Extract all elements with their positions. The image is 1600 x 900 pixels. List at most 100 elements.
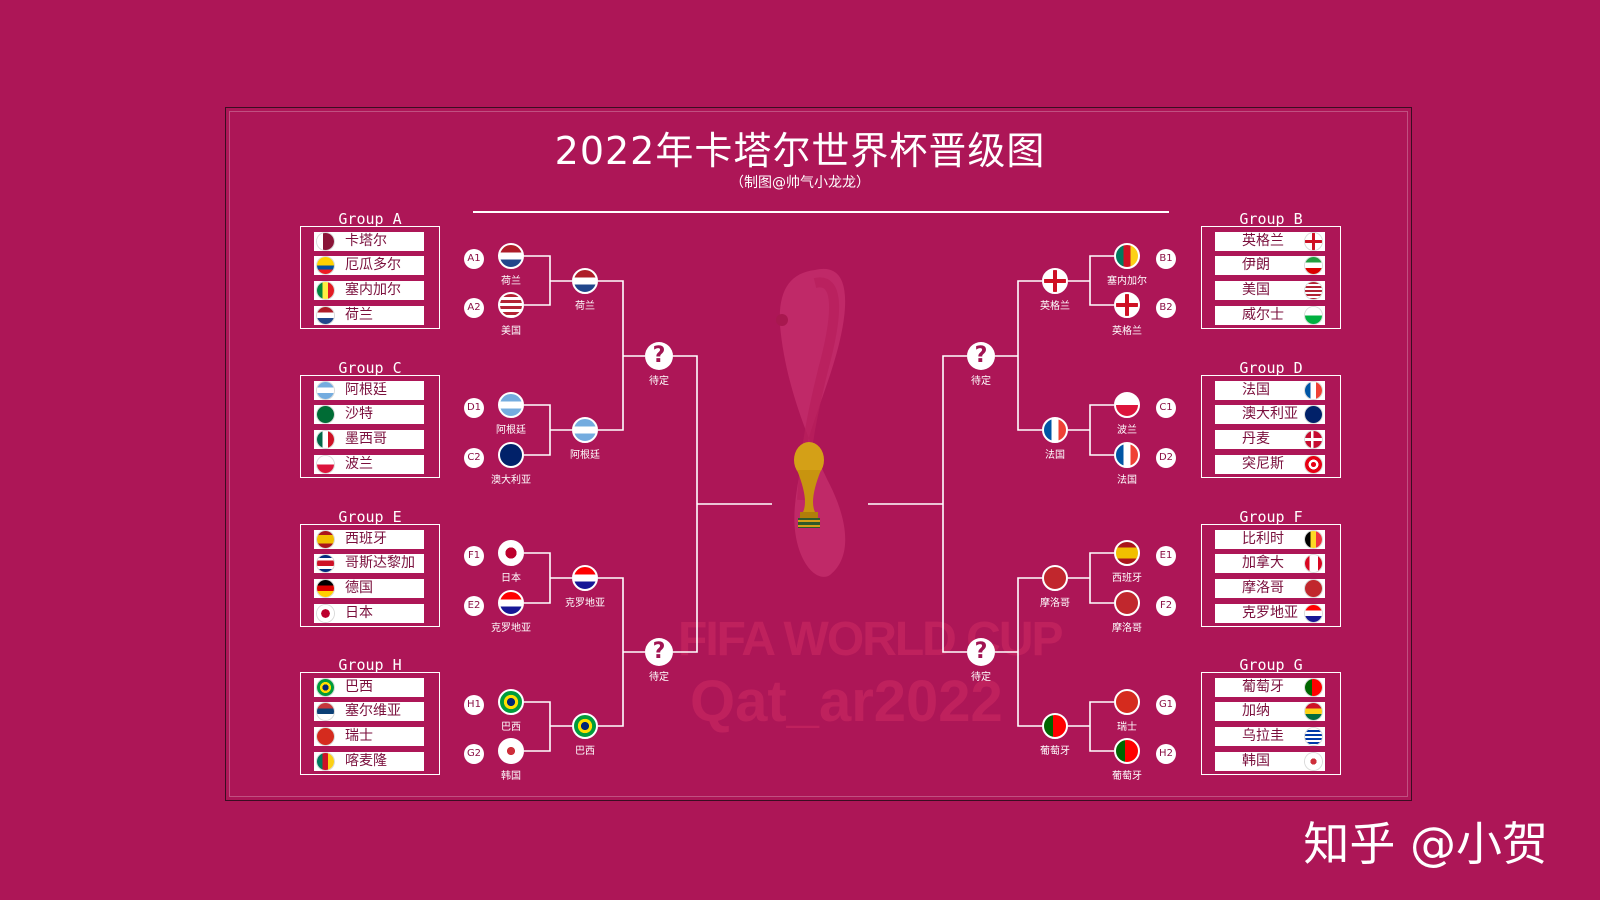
usa-flag-icon xyxy=(1305,282,1322,299)
saudi-flag-icon xyxy=(317,406,334,423)
group-team-row: 瑞士 xyxy=(314,727,424,746)
team-node-label: 澳大利亚 xyxy=(491,475,531,486)
team-node-label: 美国 xyxy=(501,326,521,337)
team-node-label: 韩国 xyxy=(501,771,521,782)
team-node-label: 塞内加尔 xyxy=(1107,276,1147,287)
group-team-row: 加纳 xyxy=(1215,702,1325,721)
japan-flag-icon xyxy=(498,540,524,566)
morocco-flag-icon xyxy=(1305,580,1322,597)
seed-badge: E2 xyxy=(464,596,484,616)
portugal-flag-icon xyxy=(1114,738,1140,764)
team-node-label: 英格兰 xyxy=(1112,326,1142,337)
team-node-label: 葡萄牙 xyxy=(1112,771,1142,782)
team-name: 墨西哥 xyxy=(345,431,387,447)
team-name: 塞内加尔 xyxy=(345,282,401,298)
seed-badge: A1 xyxy=(464,249,484,269)
team-node-label: 摩洛哥 xyxy=(1112,623,1142,634)
group-team-row: 巴西 xyxy=(314,678,424,697)
group-team-row: 卡塔尔 xyxy=(314,232,424,251)
seed-badge: C1 xyxy=(1156,398,1176,418)
croatia-flag-icon xyxy=(1305,605,1322,622)
england-flag-icon xyxy=(1305,233,1322,250)
netherlands-flag-icon xyxy=(498,243,524,269)
pending-label: 待定 xyxy=(971,672,991,683)
germany-flag-icon xyxy=(317,580,334,597)
team-name: 葡萄牙 xyxy=(1242,679,1284,695)
group-team-row: 塞内加尔 xyxy=(314,281,424,300)
seed-badge: D1 xyxy=(464,398,484,418)
cameroon-flag-icon xyxy=(1114,243,1140,269)
australia-flag-icon xyxy=(1305,406,1322,423)
team-name: 英格兰 xyxy=(1242,233,1284,249)
title-rule xyxy=(473,211,1169,213)
ghana-flag-icon xyxy=(1305,703,1322,720)
group-box xyxy=(300,226,440,329)
team-node-label: 瑞士 xyxy=(1117,722,1137,733)
team-name: 韩国 xyxy=(1242,753,1270,769)
team-name: 威尔士 xyxy=(1242,307,1284,323)
group-team-row: 克罗地亚 xyxy=(1215,604,1325,623)
korea-flag-icon xyxy=(1305,753,1322,770)
team-name: 加拿大 xyxy=(1242,555,1284,571)
seed-badge: B2 xyxy=(1156,298,1176,318)
seed-badge: H1 xyxy=(464,695,484,715)
group-team-row: 摩洛哥 xyxy=(1215,579,1325,598)
netherlands-flag-icon xyxy=(317,307,334,324)
seed-badge: D2 xyxy=(1156,448,1176,468)
team-node-label: 阿根廷 xyxy=(570,450,600,461)
group-team-row: 阿根廷 xyxy=(314,381,424,400)
cameroon-flag-icon xyxy=(317,753,334,770)
seed-badge: F1 xyxy=(464,546,484,566)
seed-badge: E1 xyxy=(1156,546,1176,566)
pending-question-icon: ? xyxy=(967,342,995,370)
group-label: Group D xyxy=(1239,359,1303,377)
group-team-row: 喀麦隆 xyxy=(314,752,424,771)
france-flag-icon xyxy=(1305,382,1322,399)
team-name: 日本 xyxy=(345,605,373,621)
ecuador-flag-icon xyxy=(317,257,334,274)
team-node-label: 法国 xyxy=(1045,450,1065,461)
denmark-flag-icon xyxy=(1305,431,1322,448)
pending-question-icon: ? xyxy=(645,342,673,370)
iran-flag-icon xyxy=(1305,257,1322,274)
team-name: 突尼斯 xyxy=(1242,456,1284,472)
page-title: 2022年卡塔尔世界杯晋级图 xyxy=(554,129,1046,173)
croatia-flag-icon xyxy=(498,590,524,616)
team-name: 瑞士 xyxy=(345,728,373,744)
group-team-row: 伊朗 xyxy=(1215,256,1325,275)
group-label: Group F xyxy=(1239,508,1303,526)
team-name: 加纳 xyxy=(1242,703,1270,719)
group-label: Group A xyxy=(338,210,402,228)
group-team-row: 日本 xyxy=(314,604,424,623)
france-flag-icon xyxy=(1042,417,1068,443)
trophy-icon xyxy=(794,442,824,528)
group-label: Group E xyxy=(338,508,402,526)
group-label: Group G xyxy=(1239,656,1303,674)
group-team-row: 韩国 xyxy=(1215,752,1325,771)
team-node-label: 法国 xyxy=(1117,475,1137,486)
team-node-label: 荷兰 xyxy=(501,276,521,287)
tunisia-flag-icon xyxy=(1305,456,1322,473)
team-name: 卡塔尔 xyxy=(345,233,387,249)
group-label: Group C xyxy=(338,359,402,377)
team-name: 丹麦 xyxy=(1242,431,1270,447)
brazil-flag-icon xyxy=(498,689,524,715)
korea-flag-icon xyxy=(498,738,524,764)
seed-badge: F2 xyxy=(1156,596,1176,616)
group-team-row: 波兰 xyxy=(314,455,424,474)
france-flag-icon xyxy=(1114,442,1140,468)
group-team-row: 西班牙 xyxy=(314,530,424,549)
belgium-flag-icon xyxy=(1305,531,1322,548)
team-name: 伊朗 xyxy=(1242,257,1270,273)
team-node-label: 西班牙 xyxy=(1112,573,1142,584)
brazil-flag-icon xyxy=(317,679,334,696)
team-name: 巴西 xyxy=(345,679,373,695)
team-name: 塞尔维亚 xyxy=(345,703,401,719)
team-name: 美国 xyxy=(1242,282,1270,298)
argentina-flag-icon xyxy=(317,382,334,399)
portugal-flag-icon xyxy=(1042,713,1068,739)
usa-flag-icon xyxy=(498,292,524,318)
group-box xyxy=(1201,226,1341,329)
morocco-flag-icon xyxy=(1114,590,1140,616)
